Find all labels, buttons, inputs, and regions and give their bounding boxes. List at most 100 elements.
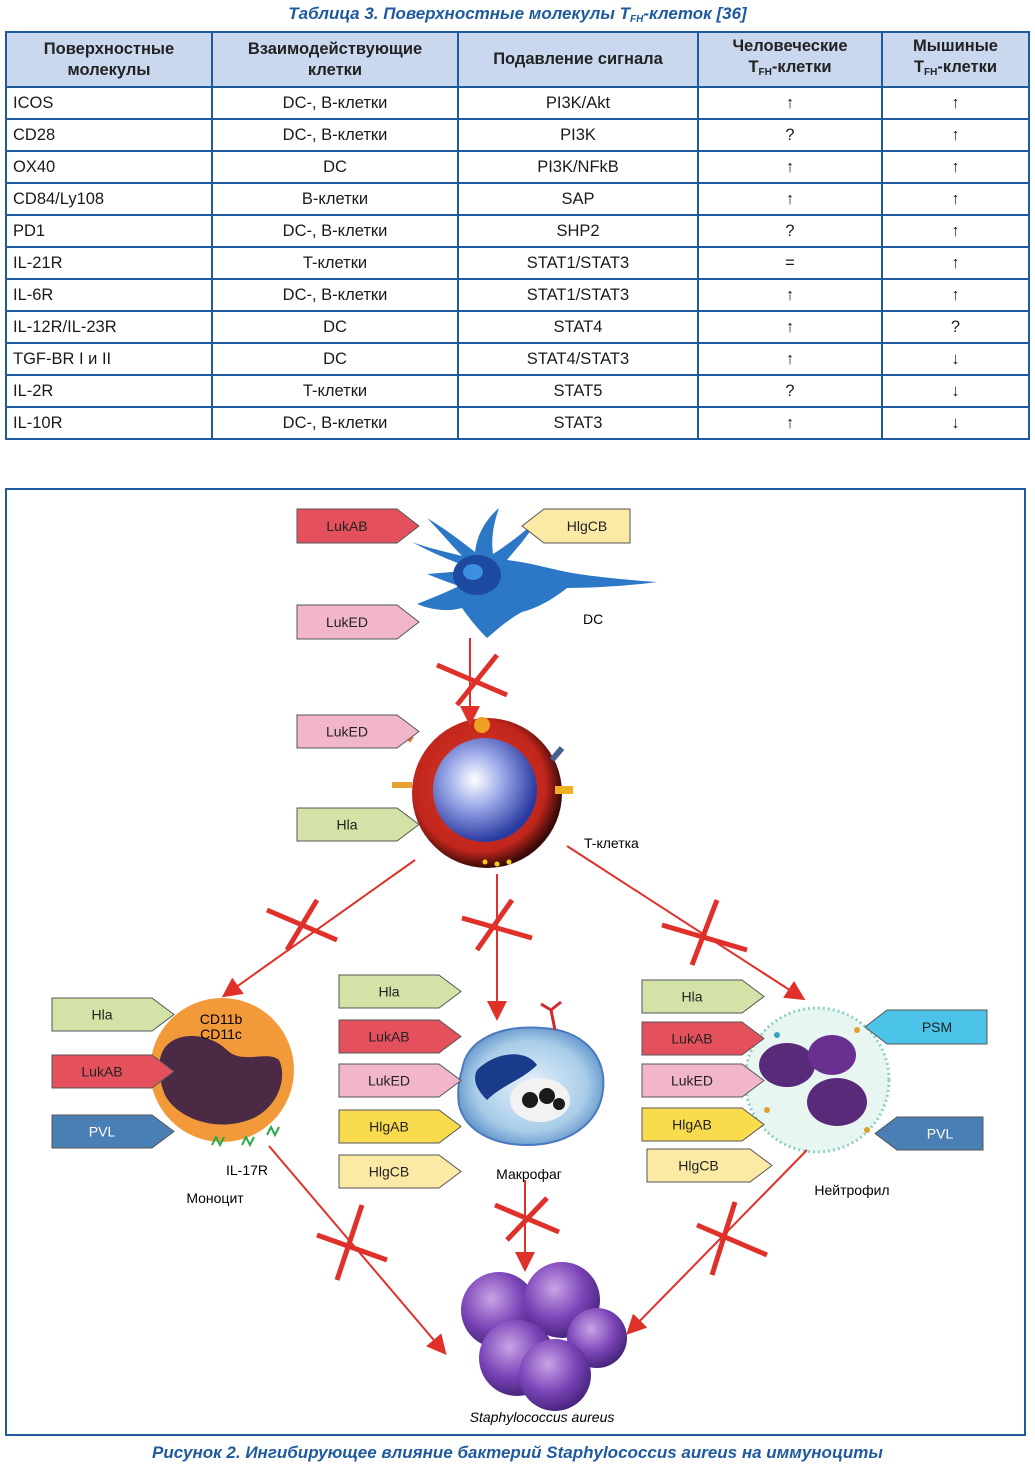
neutrophil — [743, 1006, 891, 1154]
toxin-label: HlgAB — [672, 1117, 712, 1133]
cell-suppression: PI3K/Akt — [457, 86, 699, 120]
toxin-tag-neu-psm: PSM — [864, 1009, 988, 1045]
toxin-label: Hla — [681, 989, 702, 1005]
staphylococcus-aureus — [461, 1262, 627, 1411]
cell-molecule: TGF-BR I и II — [5, 342, 213, 376]
toxin-label: Hla — [336, 817, 357, 833]
cell-molecule: ICOS — [5, 86, 213, 120]
toxin-tag-dc-lukab: LukAB — [296, 508, 420, 544]
t-cell — [392, 717, 573, 868]
cell-interacting: DC — [211, 342, 459, 376]
inhibition-x-neutrophil-bacteria — [696, 1201, 768, 1276]
cell-molecule: IL-6R — [5, 278, 213, 312]
table-caption: Таблица 3. Поверхностные молекулы TFH-кл… — [288, 4, 747, 25]
cell-mouse: ↑ — [881, 214, 1030, 248]
cell-suppression: PI3K/NFkB — [457, 150, 699, 184]
toxin-tag-mac-hla: Hla — [338, 974, 462, 1009]
cell-interacting: DC-, B-клетки — [211, 406, 459, 440]
toxin-tag-neu-pvl: PVL — [874, 1116, 984, 1151]
monocyte-label: Моноцит — [186, 1190, 244, 1206]
cell-suppression: STAT3 — [457, 406, 699, 440]
cell-interacting: DC-, B-клетки — [211, 86, 459, 120]
cell-human: ↑ — [697, 342, 883, 376]
il17r-label: IL-17R — [226, 1162, 268, 1178]
inhibition-x-tcell-monocyte — [266, 898, 338, 952]
cell-human: ? — [697, 214, 883, 248]
cell-mouse: ? — [881, 310, 1030, 344]
cell-interacting: DC-, B-клетки — [211, 278, 459, 312]
cell-interacting: B-клетки — [211, 182, 459, 216]
bacteria-label: Staphylococcus aureus — [470, 1409, 615, 1425]
cell-mouse: ↑ — [881, 150, 1030, 184]
cell-molecule: IL-21R — [5, 246, 213, 280]
toxin-tag-neu-hlgab: HlgAB — [641, 1107, 765, 1142]
cell-human: ↑ — [697, 182, 883, 216]
marker-cd11b: CD11b — [200, 1011, 243, 1027]
cell-molecule: CD28 — [5, 118, 213, 152]
toxin-label: LukAB — [368, 1029, 409, 1045]
toxin-label: PVL — [927, 1126, 954, 1142]
toxin-label: HlgAB — [369, 1119, 409, 1135]
cell-mouse: ↑ — [881, 182, 1030, 216]
cell-molecule: OX40 — [5, 150, 213, 184]
cell-molecule: IL-10R — [5, 406, 213, 440]
toxin-label: LukED — [326, 614, 368, 630]
cell-interacting: DC-, B-клетки — [211, 214, 459, 248]
toxin-tag-neu-hlgcb: HlgCB — [646, 1148, 773, 1183]
arrow-neutrophil-to-bacteria — [626, 1149, 808, 1335]
cell-mouse: ↑ — [881, 86, 1030, 120]
toxin-tag-mac-hlgcb: HlgCB — [338, 1154, 462, 1189]
toxin-label: LukAB — [671, 1031, 712, 1047]
toxin-label: LukED — [368, 1073, 410, 1089]
cell-interacting: T-клетки — [211, 374, 459, 408]
cell-human: ↑ — [697, 278, 883, 312]
toxin-tag-mac-luked: LukED — [338, 1063, 462, 1098]
arrow-tcell-to-neutrophil — [566, 845, 806, 1001]
cell-mouse: ↑ — [881, 278, 1030, 312]
cell-suppression: STAT1/STAT3 — [457, 278, 699, 312]
cell-interacting: T-клетки — [211, 246, 459, 280]
toxin-tag-t-luked: LukED — [296, 714, 420, 749]
macrophage-label: Макрофаг — [496, 1166, 562, 1182]
toxin-tags: LukABLukEDHlgCBLukEDHlaHlaLukABPVLHlaLuk… — [51, 508, 988, 1189]
toxin-tag-mono-pvl: PVL — [51, 1114, 175, 1149]
cell-suppression: SAP — [457, 182, 699, 216]
toxin-tag-mac-lukab: LukAB — [338, 1019, 462, 1054]
toxin-label: LukED — [326, 724, 368, 740]
cell-molecule: CD84/Ly108 — [5, 182, 213, 216]
cell-human: ? — [697, 374, 883, 408]
toxin-label: HlgCB — [678, 1158, 718, 1174]
inhibition-x-dc-tcell — [436, 653, 508, 707]
cell-human: ? — [697, 118, 883, 152]
cell-interacting: DC — [211, 150, 459, 184]
toxin-tag-neu-hla: Hla — [641, 979, 765, 1014]
macrophage — [457, 1000, 605, 1147]
cell-interacting: DC-, B-клетки — [211, 118, 459, 152]
cell-suppression: STAT4 — [457, 310, 699, 344]
inhibition-x-monocyte-bacteria — [316, 1204, 388, 1281]
marker-cd11c: CD11c — [200, 1026, 242, 1042]
cell-mouse: ↓ — [881, 406, 1030, 440]
toxin-tag-neu-lukab: LukAB — [641, 1021, 765, 1056]
toxin-tag-mono-lukab: LukAB — [51, 1054, 175, 1089]
header-signal-suppression: Подавление сигнала — [457, 31, 699, 88]
cell-human: ↑ — [697, 150, 883, 184]
cell-suppression: STAT4/STAT3 — [457, 342, 699, 376]
toxin-label: PVL — [89, 1124, 116, 1140]
tcell-label: T-клетка — [584, 835, 639, 851]
toxin-label: PSM — [922, 1019, 952, 1035]
figure-frame: DC T-клетка CD11b CD11c IL-17R Моноцит М… — [5, 488, 1026, 1436]
cell-human: ↑ — [697, 86, 883, 120]
toxin-tag-mac-hlgab: HlgAB — [338, 1109, 462, 1144]
